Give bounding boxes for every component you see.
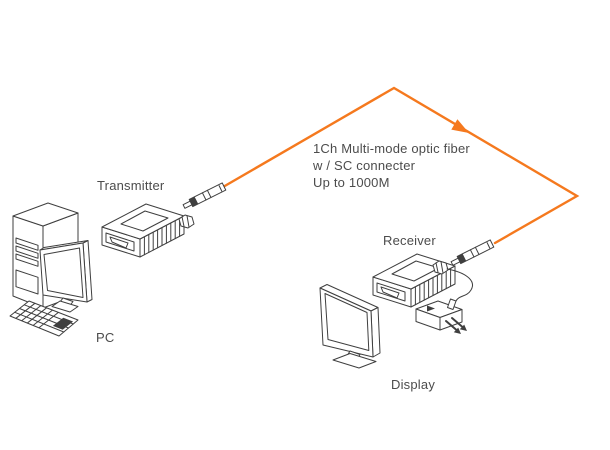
fiber-annotation-line2: w / SC connecter bbox=[313, 158, 416, 173]
transmitter-sc-connector-icon bbox=[182, 182, 227, 209]
fiber-annotation: 1Ch Multi-mode optic fiber w / SC connec… bbox=[313, 140, 470, 191]
display-label: Display bbox=[391, 377, 436, 392]
receiver-sc-connector-icon bbox=[450, 239, 495, 266]
display-icon bbox=[319, 284, 381, 369]
pc-label: PC bbox=[96, 330, 115, 345]
receiver-device-icon bbox=[372, 253, 456, 308]
transmitter-device-icon bbox=[101, 203, 195, 258]
fiber-annotation-line1: 1Ch Multi-mode optic fiber bbox=[313, 141, 470, 156]
fiber-cable-line bbox=[221, 86, 580, 245]
power-adapter-icon bbox=[415, 268, 473, 334]
transmitter-label: Transmitter bbox=[97, 178, 165, 193]
fiber-annotation-line3: Up to 1000M bbox=[313, 175, 390, 190]
receiver-label: Receiver bbox=[383, 233, 436, 248]
pc-icon bbox=[9, 202, 93, 337]
arrowhead-icon bbox=[451, 119, 469, 133]
